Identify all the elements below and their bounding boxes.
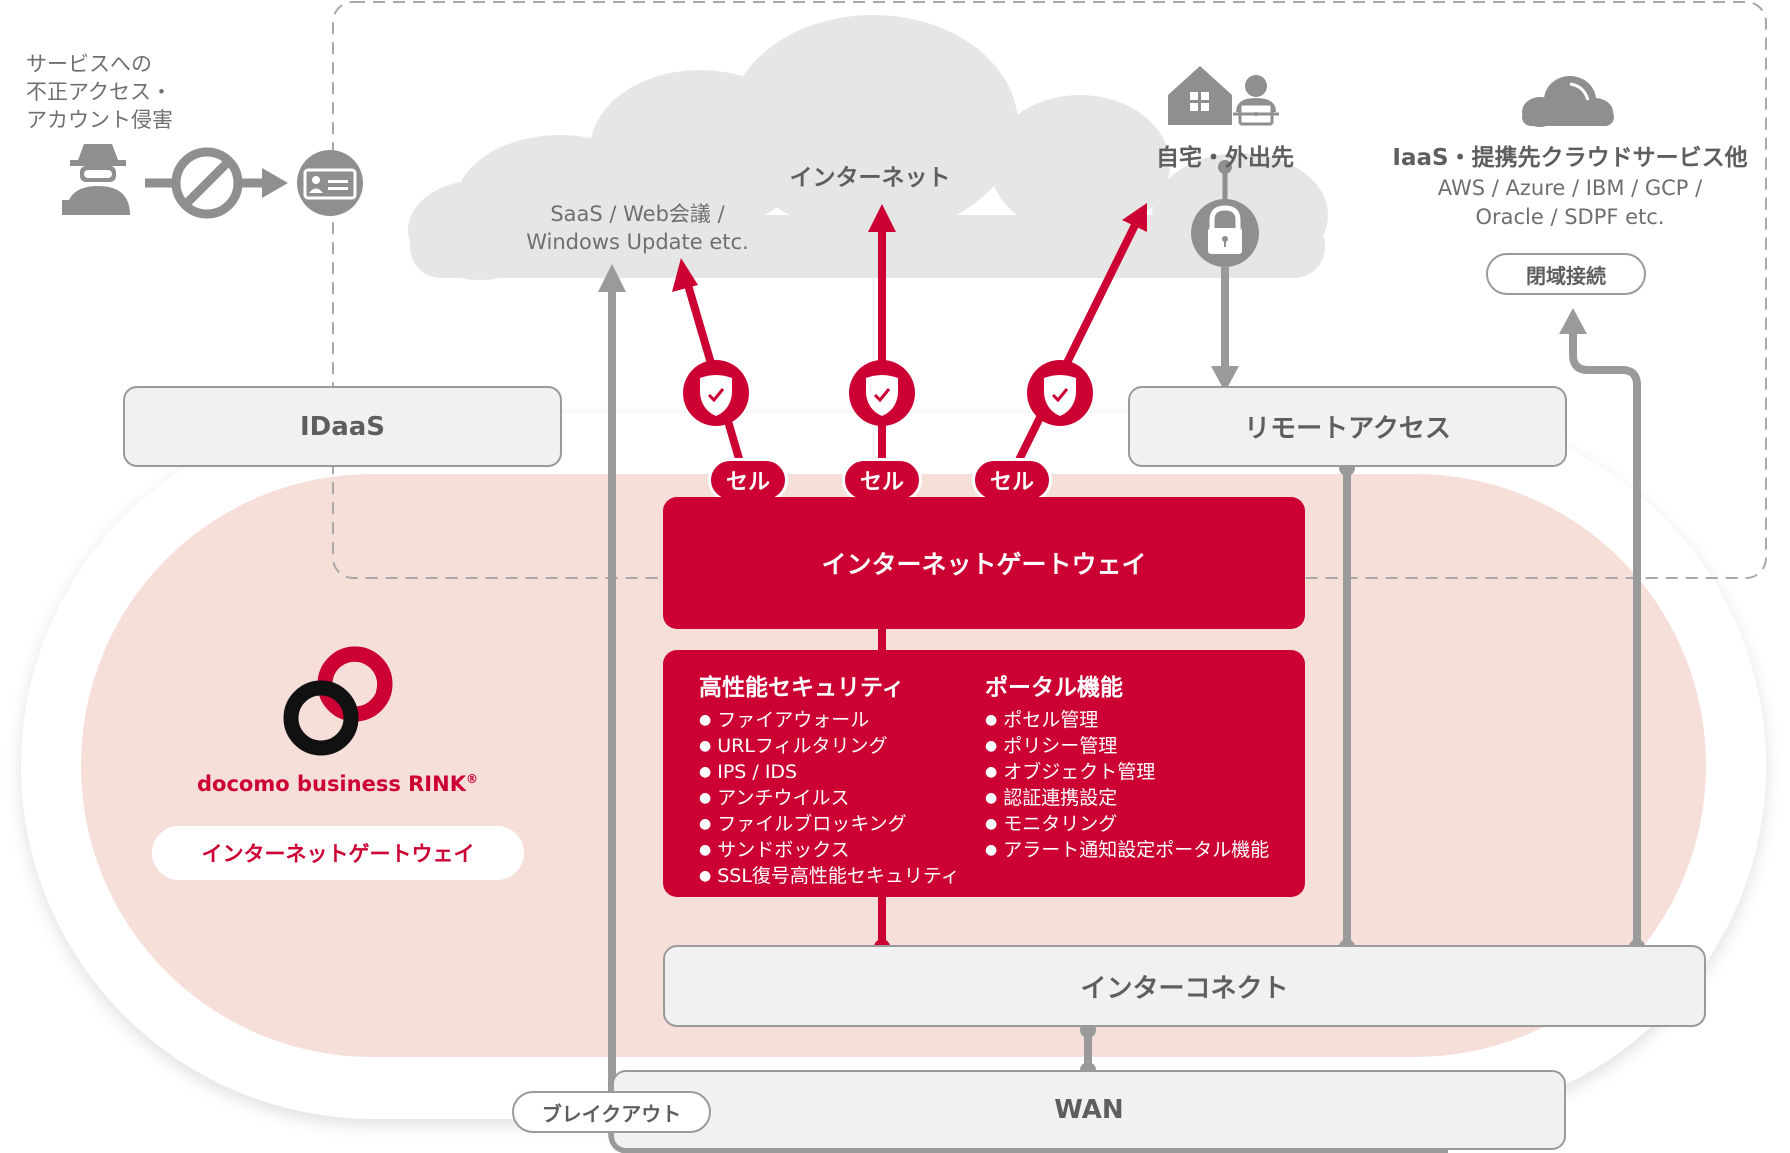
internet-label: インターネット [789, 165, 951, 191]
remote-access-box[interactable]: リモートアクセス [1128, 386, 1567, 467]
security-item: アンチウイルス [699, 786, 960, 812]
security-column: 高性能セキュリティ ファイアウォール URLフィルタリング IPS / IDS … [699, 668, 960, 890]
closed-connection-badge: 閉域接続 [1486, 253, 1646, 295]
saas-label: SaaS / Web会議 / Windows Update etc. [500, 200, 775, 256]
cell-badge: セル [708, 458, 788, 502]
cell-badge: セル [842, 458, 922, 502]
security-item: サンドボックス [699, 838, 960, 864]
portal-column: ポータル機能 ポセル管理 ポリシー管理 オブジェクト管理 認証連携設定 モニタリ… [985, 668, 1269, 864]
registered-mark: ® [465, 772, 478, 786]
interconnect-box[interactable]: インターコネクト [663, 945, 1706, 1027]
portal-item: ポリシー管理 [985, 734, 1269, 760]
iaas-providers-line: Oracle / SDPF etc. [1475, 205, 1665, 229]
threat-arrow-head [262, 168, 288, 198]
portal-list: ポセル管理 ポリシー管理 オブジェクト管理 認証連携設定 モニタリング アラート… [985, 708, 1269, 864]
saas-line: Windows Update etc. [526, 230, 749, 254]
portal-item: 認証連携設定 [985, 786, 1269, 812]
home-remote-label: 自宅・外出先 [1156, 145, 1294, 171]
product-badge-label: インターネットゲートウェイ [201, 842, 475, 866]
threat-line: サービスへの [26, 52, 152, 76]
security-item: SSL復号高性能セキュリティ [699, 864, 960, 890]
brand-name-text: docomo business RINK [197, 772, 466, 796]
remote-access-arrow-head [1211, 366, 1239, 392]
home-icon [1168, 66, 1232, 125]
idaas-box[interactable]: IDaaS [123, 386, 562, 467]
id-card-icon [297, 150, 363, 216]
rink-logo-icon [283, 646, 393, 756]
closed-connection-arrow-head [1559, 308, 1587, 334]
cell-arrow-1 [672, 258, 749, 464]
security-title: 高性能セキュリティ [699, 675, 905, 701]
internet-gateway-box[interactable]: インターネットゲートウェイ [663, 497, 1305, 629]
iaas-cloud-icon [1522, 76, 1614, 127]
breakout-arrow-head [598, 264, 626, 292]
saas-line: SaaS / Web会議 / [550, 202, 725, 226]
security-item: ファイルブロッキング [699, 812, 960, 838]
threat-line: 不正アクセス・ [26, 80, 172, 104]
cell-arrow-3 [1014, 203, 1147, 464]
portal-item: モニタリング [985, 812, 1269, 838]
threat-description: サービスへの 不正アクセス・ アカウント侵害 [26, 50, 173, 134]
threat-line: アカウント侵害 [26, 108, 173, 132]
security-item: ファイアウォール [699, 708, 960, 734]
remote-worker-icon [1233, 75, 1279, 126]
portal-item: オブジェクト管理 [985, 760, 1269, 786]
product-badge: インターネットゲートウェイ [152, 826, 524, 880]
brand-name: docomo business RINK® [170, 772, 505, 796]
portal-title: ポータル機能 [985, 675, 1123, 701]
cell-badge: セル [972, 458, 1052, 502]
portal-item: アラート通知設定ポータル機能 [985, 838, 1269, 864]
iaas-providers: AWS / Azure / IBM / GCP / Oracle / SDPF … [1370, 174, 1770, 232]
cell-arrow-2 [849, 204, 915, 462]
prohibited-icon [171, 147, 243, 219]
security-list: ファイアウォール URLフィルタリング IPS / IDS アンチウイルス ファ… [699, 708, 960, 890]
wan-box[interactable]: WAN [612, 1070, 1566, 1150]
security-item: IPS / IDS [699, 760, 960, 786]
iaas-title: IaaS・提携先クラウドサービス他 [1392, 145, 1748, 171]
features-box: 高性能セキュリティ ファイアウォール URLフィルタリング IPS / IDS … [663, 650, 1305, 897]
breakout-badge: ブレイクアウト [512, 1091, 711, 1133]
iaas-providers-line: AWS / Azure / IBM / GCP / [1437, 176, 1703, 200]
lock-icon [1191, 160, 1259, 267]
portal-item: ポセル管理 [985, 708, 1269, 734]
closed-connection-link [1569, 330, 1641, 947]
hacker-icon [62, 144, 130, 215]
internet-gateway-label: インターネットゲートウェイ [821, 550, 1147, 579]
security-item: URLフィルタリング [699, 734, 960, 760]
